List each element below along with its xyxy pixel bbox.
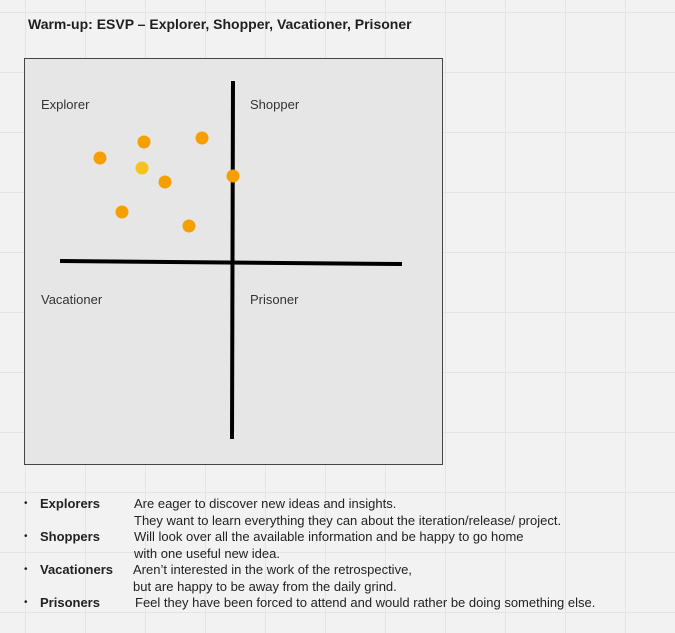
horizontal-axis bbox=[59, 259, 403, 266]
definition-line: Will look over all the available informa… bbox=[134, 529, 524, 544]
definition-vacationers: • Vacationers Aren’t interested in the w… bbox=[24, 562, 664, 595]
vote-dots bbox=[93, 131, 240, 233]
vote-dot[interactable] bbox=[93, 151, 107, 165]
vote-dot[interactable] bbox=[137, 135, 151, 149]
definition-text: Will look over all the available informa… bbox=[24, 529, 664, 562]
page-title: Warm-up: ESVP – Explorer, Shopper, Vacat… bbox=[28, 16, 412, 32]
vertical-axis bbox=[230, 80, 235, 440]
vote-dot[interactable] bbox=[158, 175, 172, 189]
bullet-icon: • bbox=[24, 564, 28, 575]
definition-text: Feel they have been forced to attend and… bbox=[24, 595, 664, 612]
quadrant-label-vacationer: Vacationer bbox=[41, 292, 103, 307]
bullet-icon: • bbox=[24, 597, 28, 608]
definition-line: with one useful new idea. bbox=[134, 545, 280, 561]
definition-prisoners: • Prisoners Feel they have been forced t… bbox=[24, 595, 664, 612]
definition-term: Explorers bbox=[40, 496, 100, 511]
vote-dot[interactable] bbox=[115, 205, 129, 219]
quadrant-label-prisoner: Prisoner bbox=[250, 292, 299, 307]
definition-text: Aren’t interested in the work of the ret… bbox=[24, 562, 664, 595]
esvp-definitions: • Explorers Are eager to discover new id… bbox=[24, 496, 664, 612]
quadrant-label-explorer: Explorer bbox=[41, 97, 90, 112]
definition-line: Are eager to discover new ideas and insi… bbox=[134, 496, 397, 511]
definition-line: Aren’t interested in the work of the ret… bbox=[133, 562, 412, 577]
definition-term: Vacationers bbox=[40, 562, 113, 577]
vote-dot[interactable] bbox=[135, 161, 149, 175]
definition-term: Prisoners bbox=[40, 595, 100, 610]
vote-dot[interactable] bbox=[182, 219, 196, 233]
esvp-quadrant-board: Explorer Shopper Vacationer Prisoner bbox=[24, 58, 443, 465]
definition-term: Shoppers bbox=[40, 529, 100, 544]
bullet-icon: • bbox=[24, 498, 28, 509]
vote-dot[interactable] bbox=[195, 131, 209, 145]
definition-explorers: • Explorers Are eager to discover new id… bbox=[24, 496, 664, 529]
definition-shoppers: • Shoppers Will look over all the availa… bbox=[24, 529, 664, 562]
definition-text: Are eager to discover new ideas and insi… bbox=[24, 496, 664, 529]
quadrant-label-shopper: Shopper bbox=[250, 97, 300, 112]
quadrant-axes bbox=[59, 80, 403, 440]
bullet-icon: • bbox=[24, 531, 28, 542]
vote-dot[interactable] bbox=[226, 169, 240, 183]
definition-line: They want to learn everything they can a… bbox=[134, 512, 562, 528]
definition-line: Feel they have been forced to attend and… bbox=[135, 595, 596, 610]
definition-line: but are happy to be away from the daily … bbox=[133, 578, 397, 594]
